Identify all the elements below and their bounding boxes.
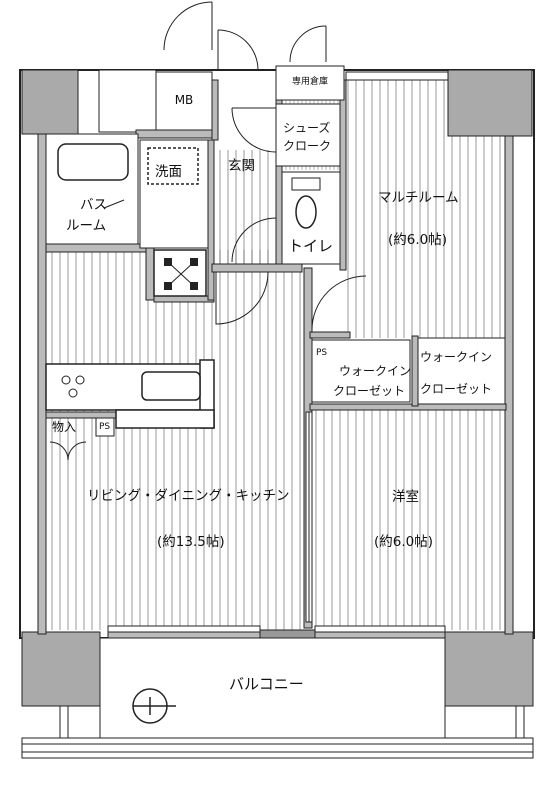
bath-label-2: ルーム xyxy=(66,218,107,234)
windows xyxy=(107,71,449,633)
wic-1-box xyxy=(311,339,411,403)
door-swing-icon xyxy=(49,1,367,461)
toilet-room xyxy=(281,171,341,265)
wic-2-box xyxy=(417,337,506,405)
stove-icon xyxy=(61,375,85,398)
columns xyxy=(21,69,534,707)
multi-room-label: マルチルーム xyxy=(378,190,459,206)
ldk-size: (約13.5帖) xyxy=(157,534,225,550)
mb-box xyxy=(155,71,213,131)
senyo-souko-box xyxy=(275,65,345,101)
floor-stripes xyxy=(48,80,505,630)
ps-box-2 xyxy=(95,417,115,437)
toilet-label: トイレ xyxy=(288,237,334,255)
monoire-label: 物入 xyxy=(52,420,77,434)
wic-1-label-a: ウォークイン xyxy=(339,364,412,378)
washbasin-icon xyxy=(147,147,199,185)
bathroom xyxy=(45,133,139,245)
senmen-label: 洗面 xyxy=(155,164,182,180)
genkan-floor xyxy=(212,150,282,265)
sliding-doors xyxy=(305,411,313,623)
yoshitsu-size: (約6.0帖) xyxy=(374,534,434,550)
wic-2-label-b: クローゼット xyxy=(420,382,493,396)
ps-label-2: PS xyxy=(99,422,111,432)
mb-label: MB xyxy=(174,93,194,107)
genkan-label: 玄関 xyxy=(228,158,255,174)
balcony xyxy=(21,637,534,759)
toilet-icon xyxy=(295,195,317,229)
wic-1-label-b: クローゼット xyxy=(333,384,406,398)
shoes-cloak-label-2: クローク xyxy=(283,139,332,153)
sink-icon xyxy=(141,371,201,401)
balcony-label: バルコニー xyxy=(229,675,304,693)
ps-label-1: PS xyxy=(316,348,328,358)
multi-room-size: (約6.0帖) xyxy=(388,232,448,248)
north-arrow-icon xyxy=(132,688,176,724)
yoshitsu-label: 洋室 xyxy=(392,489,419,505)
kitchen-counter xyxy=(45,359,215,429)
shoes-cloak-box xyxy=(275,103,341,167)
ldk-floor xyxy=(48,250,304,630)
senyo-souko-label: 専用倉庫 xyxy=(291,77,328,87)
shoes-cloak-label-1: シューズ xyxy=(283,121,331,135)
washroom xyxy=(139,139,209,297)
bathtub-icon xyxy=(57,143,129,181)
wic-2-label-a: ウォークイン xyxy=(420,350,493,364)
yoshitsu-floor xyxy=(315,410,505,630)
bath-label-1: バス xyxy=(80,197,107,213)
ldk-label: リビング・ダイニング・キッチン xyxy=(87,488,290,504)
